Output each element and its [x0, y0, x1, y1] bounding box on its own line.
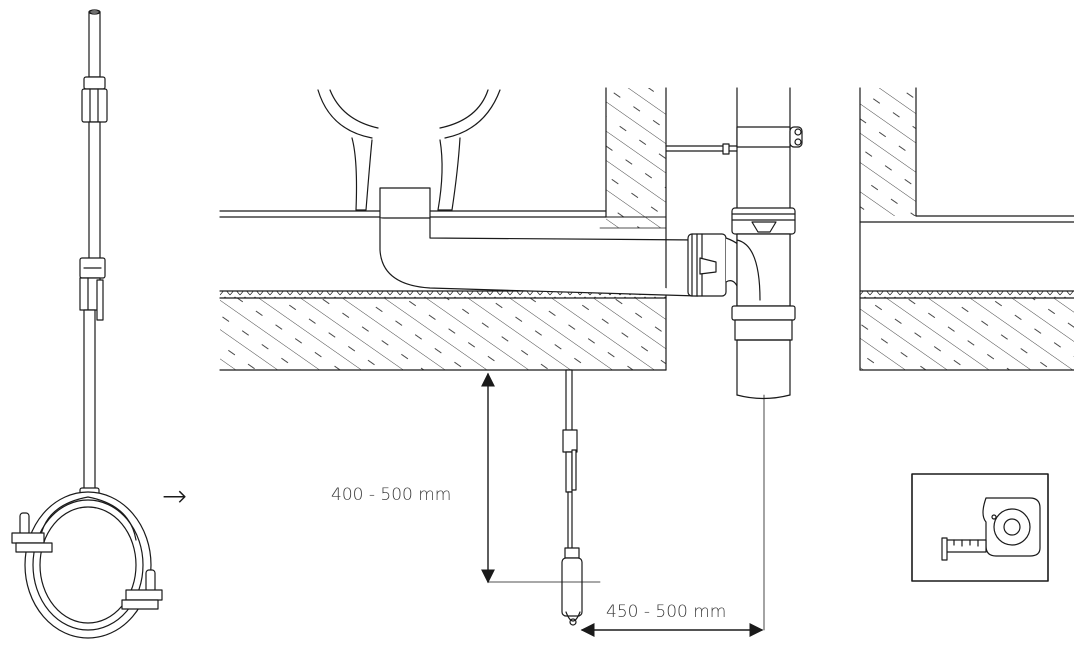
drain-pipe: [379, 187, 761, 306]
dimension-horizontal-label: 450 - 500 mm: [606, 602, 726, 622]
stack-pipe: [665, 87, 803, 400]
right-wall: [859, 87, 1074, 371]
dimension-lines: [481, 372, 765, 637]
dimension-vertical-label: 400 - 500 mm: [331, 485, 451, 505]
sanitary-fixture: [317, 89, 501, 211]
wall: [599, 87, 667, 299]
tape-measure-icon: [911, 473, 1049, 582]
floor-slab: [219, 210, 667, 371]
next-step-arrow: →: [162, 479, 187, 514]
pipe-clamp-icon: [11, 9, 163, 639]
hanging-rod: [561, 369, 583, 626]
